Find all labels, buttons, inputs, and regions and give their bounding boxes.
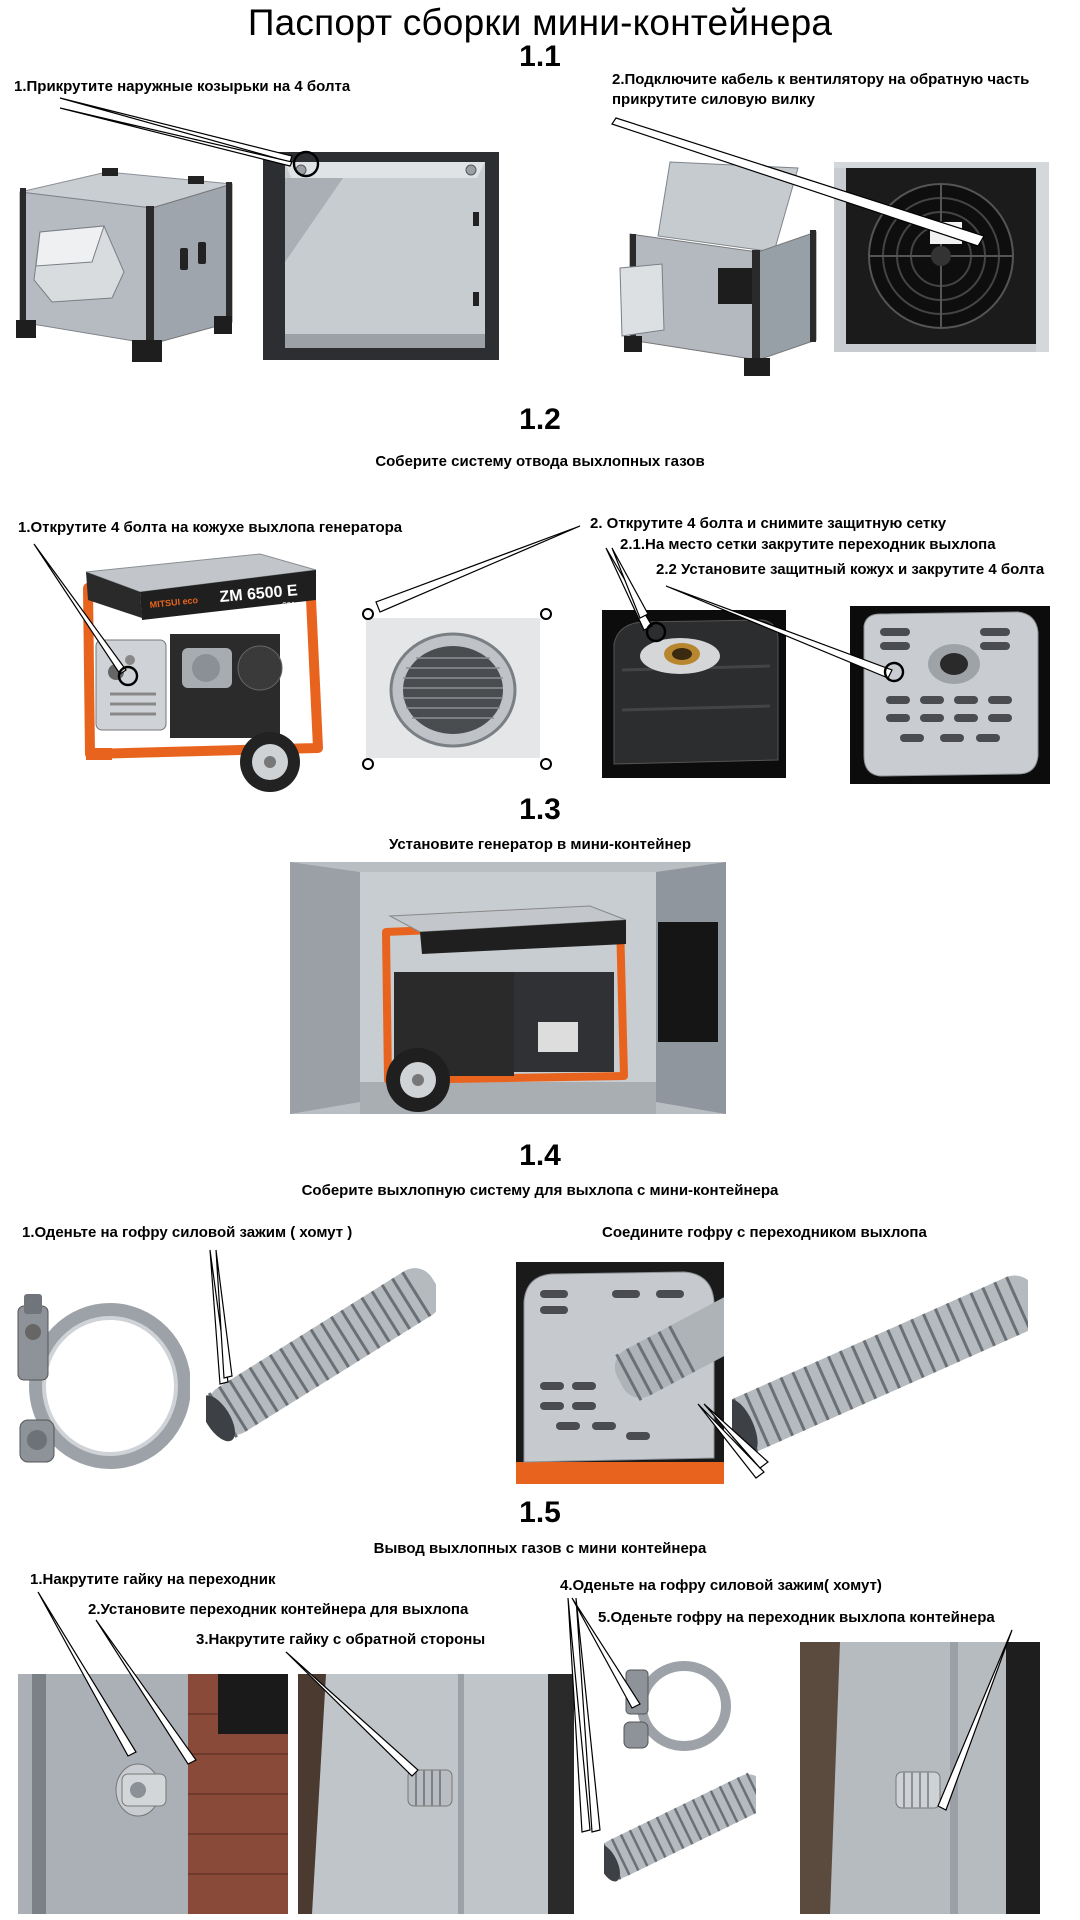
step-1-5-2-label: 2.Установите переходник контейнера для в… — [88, 1601, 469, 1618]
nut-back-side-photo — [298, 1674, 574, 1914]
generator-watt1-text: 6000 — [282, 601, 300, 610]
generator-model-text: ZM 6500 E — [219, 582, 299, 606]
step-1-2-1-label: 1.Открутите 4 болта на кожухе выхлопа ге… — [18, 519, 403, 536]
corrugated-hose-photo-1 — [206, 1262, 436, 1448]
step-1-1-1-label: 1.Прикрутите наружные козырьки на 4 болт… — [14, 78, 351, 95]
step-1-4-2-label: Соедините гофру с переходником выхлопа — [602, 1224, 927, 1241]
open-container-photo — [618, 160, 820, 382]
section-number-1-2: 1.2 — [519, 403, 561, 436]
container-photo — [12, 162, 234, 370]
mesh-handles — [360, 606, 556, 772]
section-1-2-subtitle: Соберите систему отвода выхлопных газов — [375, 453, 705, 470]
section-1-4-subtitle: Соберите выхлопную систему для выхлопа с… — [301, 1182, 779, 1199]
section-number-1-3: 1.3 — [519, 793, 561, 826]
container-wall-adapter-photo — [18, 1674, 288, 1914]
section-number-1-4: 1.4 — [519, 1139, 561, 1172]
hose-on-container-adapter-photo — [800, 1642, 1040, 1914]
step-1-2-2-2-label: 2.2 Установите защитный кожух и закрутит… — [656, 561, 1045, 578]
canopy-panel-photo — [263, 152, 499, 360]
step-1-4-1-label: 1.Оденьте на гофру силовой зажим ( хомут… — [22, 1224, 353, 1241]
generator-photo: ZM 6500 E MITSUI eco 6000 6500 — [70, 548, 332, 798]
section-1-5-subtitle: Вывод выхлопных газов с мини контейнера — [373, 1540, 707, 1557]
exhaust-mesh-photo — [366, 618, 540, 758]
small-clamp-photo — [610, 1654, 736, 1758]
muffler-photo — [602, 610, 786, 778]
step-1-5-5-label: 5.Оденьте гофру на переходник выхлопа ко… — [598, 1609, 995, 1626]
fan-photo — [834, 162, 1049, 352]
step-1-5-1-label: 1.Накрутите гайку на переходник — [30, 1571, 276, 1588]
step-1-2-2-1-label: 2.1.На место сетки закрутите переходник … — [620, 536, 996, 553]
small-hose-photo — [604, 1760, 756, 1896]
section-number-1-5: 1.5 — [519, 1496, 561, 1529]
generator-watt2-text: 6500 — [282, 611, 300, 620]
generator-in-container-photo — [290, 862, 726, 1114]
step-1-5-4-label: 4.Оденьте на гофру силовой зажим( хомут) — [560, 1577, 882, 1594]
step-1-1-2-label: 2.Подключите кабель к вентилятору на обр… — [612, 71, 1030, 108]
corrugated-hose-photo-2 — [732, 1262, 1028, 1466]
page-title: Паспорт сборки мини-контейнера — [247, 2, 833, 43]
step-1-2-2-label: 2. Открутите 4 болта и снимите защитную … — [590, 515, 947, 532]
shroud-photo — [850, 606, 1050, 784]
step-1-5-3-label: 3.Накрутите гайку с обратной стороны — [196, 1631, 486, 1648]
section-number-1-1: 1.1 — [519, 40, 561, 73]
section-1-3-subtitle: Установите генератор в мини-контейнер — [388, 836, 692, 853]
hose-clamp-photo — [10, 1290, 190, 1476]
shroud-with-hose-photo — [516, 1262, 724, 1484]
